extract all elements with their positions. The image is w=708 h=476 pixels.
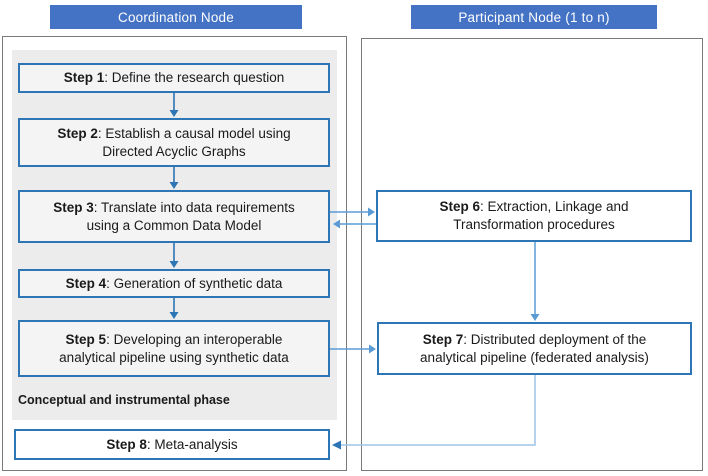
step-3-label: Step 3 <box>53 199 94 215</box>
step-2-text-line2: Directed Acyclic Graphs <box>102 143 246 159</box>
step-6-label: Step 6 <box>439 199 480 215</box>
step-6-text-line1: : Extraction, Linkage and <box>479 199 629 215</box>
step-4-box: Step 4: Generation of synthetic data <box>18 269 330 298</box>
step-6-text-line2: Transformation procedures <box>453 217 615 232</box>
step-1-text: : Define the research question <box>104 70 285 86</box>
step-3-text-line1: : Translate into data requirements <box>93 199 295 215</box>
step-2-label: Step 2 <box>57 125 98 141</box>
step-4-label: Step 4 <box>65 275 107 291</box>
step-5-label: Step 5 <box>65 331 107 347</box>
step-7-text-line1: : Distributed deployment of the <box>463 331 647 347</box>
step-2-text-line1: : Establish a causal model using <box>97 125 291 141</box>
step-3-text-line2: using a Common Data Model <box>86 217 262 233</box>
step-3-box: Step 3: Translate into data requirements… <box>18 190 330 243</box>
participant-node-container <box>361 38 703 471</box>
step-6-box: Step 6: Extraction, Linkage and Transfor… <box>376 190 692 242</box>
step-1-box: Step 1: Define the research question <box>18 63 330 93</box>
step-8-label: Step 8 <box>106 436 147 452</box>
phase-caption: Conceptual and instrumental phase <box>18 393 230 407</box>
step-5-box: Step 5: Developing an interoperable anal… <box>18 320 330 377</box>
step-4-text: : Generation of synthetic data <box>106 275 283 291</box>
step-7-label: Step 7 <box>422 331 464 347</box>
step-8-text: : Meta-analysis <box>146 436 238 452</box>
step-7-box: Step 7: Distributed deployment of the an… <box>377 322 692 375</box>
participant-node-header: Participant Node (1 to n) <box>411 5 657 29</box>
coordination-node-header: Coordination Node <box>50 5 302 29</box>
step-5-text-line1: : Developing an interoperable <box>106 331 283 347</box>
step-8-box: Step 8: Meta-analysis <box>14 429 330 460</box>
step-2-box: Step 2: Establish a causal model using D… <box>18 118 330 167</box>
step-5-text-line2: analytical pipeline using synthetic data <box>59 349 289 365</box>
step-1-label: Step 1 <box>63 70 105 86</box>
step-7-text-line2: analytical pipeline (federated analysis) <box>420 349 649 365</box>
